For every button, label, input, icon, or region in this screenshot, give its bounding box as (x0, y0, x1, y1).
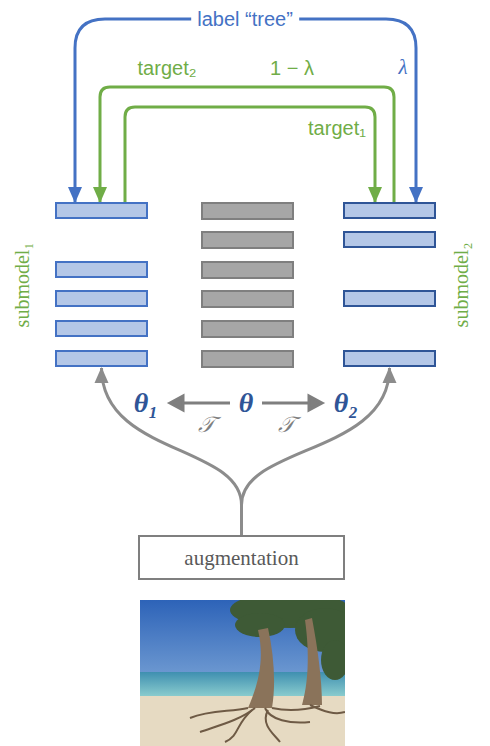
grey-layer (202, 321, 293, 337)
transform-arrow (180, 402, 230, 405)
math-symbol: θ (239, 388, 254, 419)
layer-bar (55, 350, 148, 367)
submodel-label: submodel₂ (450, 243, 472, 328)
layer-bar (343, 290, 436, 307)
layer-bar (55, 320, 148, 337)
process-box: augmentation (138, 535, 345, 580)
math-symbol: θ₂ (334, 388, 358, 419)
tree-roots (190, 705, 345, 742)
layer-bar (343, 350, 436, 367)
connector (100, 87, 394, 202)
grey-layer (202, 291, 293, 307)
connector (242, 368, 390, 535)
submodel-column: submodel₂ (343, 202, 436, 368)
math-symbol: 𝒯 (278, 413, 295, 437)
edge-label: label “tree” (191, 8, 299, 30)
arrow-head (170, 396, 183, 410)
grey-layer (202, 351, 293, 367)
submodel-column: submodel₁ (55, 202, 148, 368)
layer-bar (55, 202, 148, 219)
grey-layer (202, 232, 293, 248)
math-symbol: θ₁ (134, 388, 158, 419)
connector (102, 368, 242, 535)
connector (75, 19, 416, 202)
grey-layer (202, 262, 293, 278)
layer-bar (55, 261, 148, 278)
layer-bar (343, 231, 436, 248)
layer-bar (343, 202, 436, 219)
grey-layer (202, 203, 293, 219)
submodel-label: submodel₁ (11, 243, 33, 328)
layer-bar (55, 290, 148, 307)
foliage (230, 600, 345, 680)
box-label: augmentation (140, 545, 343, 570)
edge-label: target₁ (308, 117, 366, 139)
edge-label: target₂ (138, 57, 197, 79)
tree-trunks (248, 618, 322, 708)
weight-label: λ (398, 56, 407, 79)
transform-arrow (262, 402, 312, 405)
beach-photo (140, 600, 345, 746)
connector (125, 107, 375, 202)
math-symbol: 𝒯 (198, 413, 215, 437)
arrow-head (309, 396, 322, 410)
weight-label: 1 − λ (270, 57, 314, 79)
